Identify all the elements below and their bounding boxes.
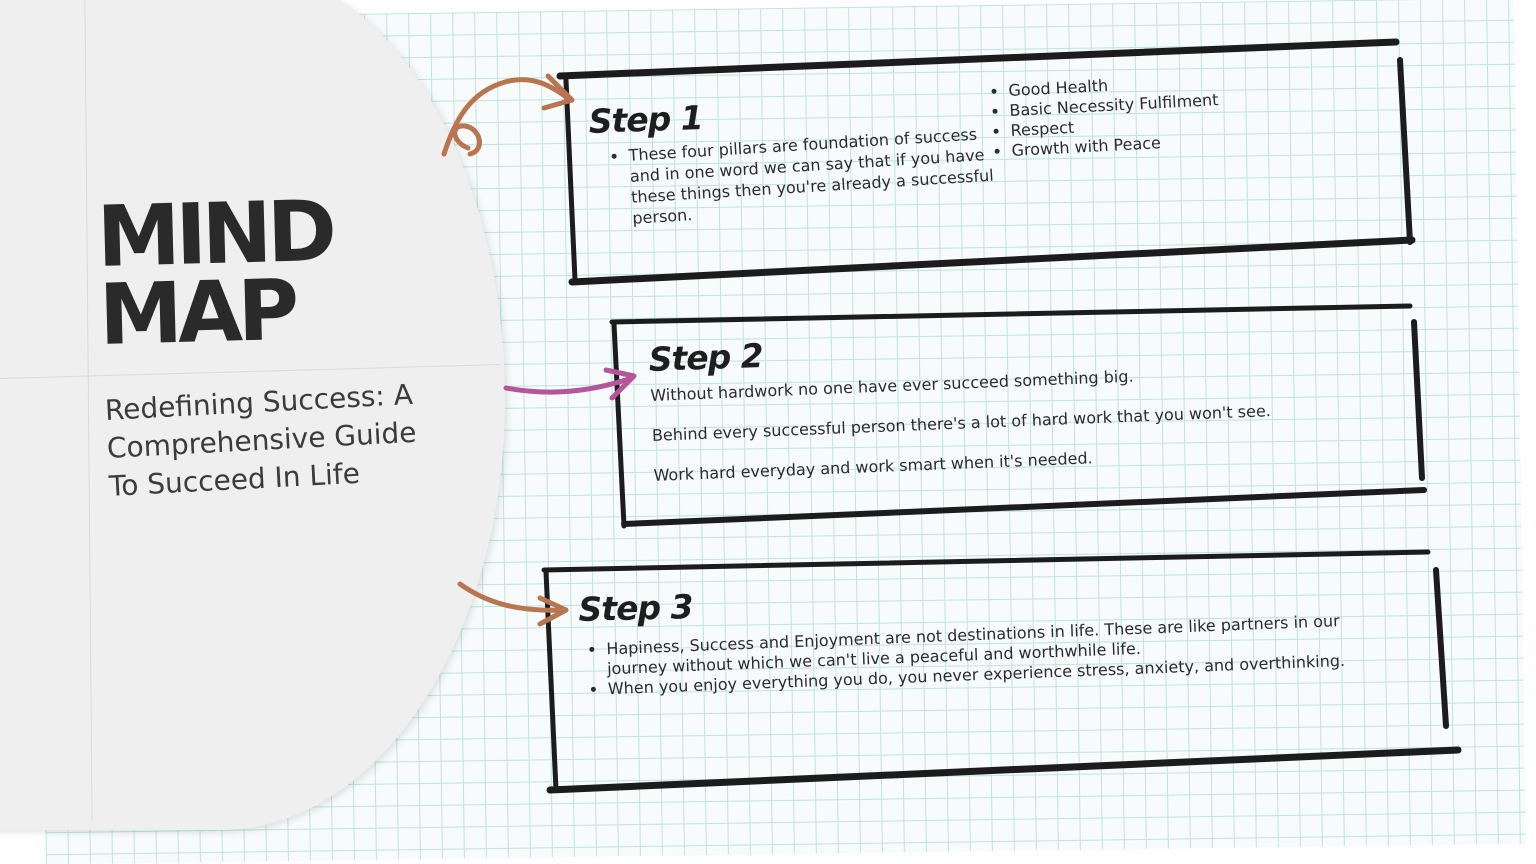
- step-2-heading: Step 2: [648, 336, 764, 379]
- mind-map-title: MIND MAP: [96, 182, 335, 364]
- step-3-heading: Step 3: [578, 587, 693, 629]
- step-2-line: Behind every successful person there's a…: [651, 401, 1272, 445]
- subtitle: Redefining Success: A Comprehensive Guid…: [104, 377, 418, 503]
- title-paper-shape: [0, 0, 505, 830]
- step-1-pillars-list: Good Health Basic Necessity Fulfilment R…: [990, 67, 1272, 161]
- step-2-line: Work hard everyday and work smart when i…: [653, 448, 1093, 485]
- step-1-heading: Step 1: [588, 98, 704, 141]
- title-line-2: MAP: [97, 260, 296, 364]
